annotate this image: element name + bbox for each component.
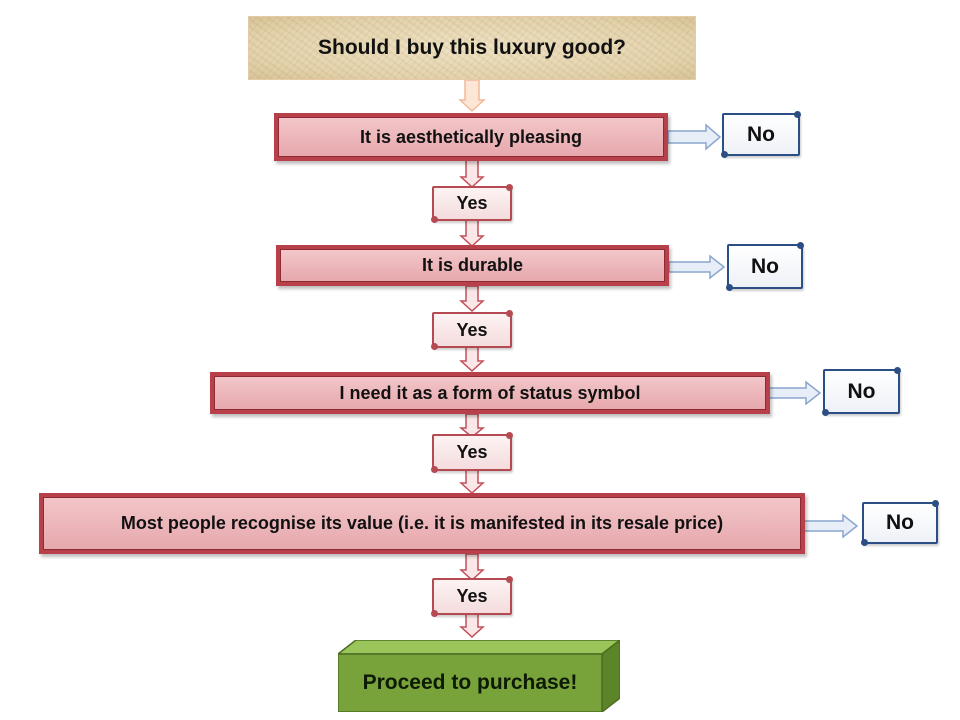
no-tag-4: No [861,500,939,546]
arrow-q2-to-yes2 [459,285,485,313]
yes-tag-2-label: Yes [456,319,488,340]
arrow-start-to-q1 [458,79,486,113]
yes-tag-1: Yes [431,184,513,223]
condition-resale-value-label: Most people recognise its value (i.e. it… [120,513,724,533]
arrow-yes3-to-q4 [459,469,485,495]
yes-tag-3: Yes [431,432,513,473]
yes-tag-4: Yes [431,576,513,617]
no-tag-3: No [822,367,901,416]
condition-status-symbol-label: I need it as a form of status symbol [339,382,641,403]
arrow-q4-to-no4 [803,513,859,539]
arrow-yes2-to-q3 [459,345,485,373]
no-tag-3-label: No [847,379,876,403]
outcome-box: Proceed to purchase! [338,640,620,712]
arrow-q2-to-no2 [668,254,726,280]
arrow-q4-to-yes4 [459,553,485,582]
yes-tag-4-label: Yes [456,586,488,606]
arrow-yes4-to-outcome [459,613,485,639]
condition-resale-value-panel: Most people recognise its value (i.e. it… [43,497,801,550]
condition-durable-label: It is durable [421,255,524,275]
condition-aesthetic-panel: It is aesthetically pleasing [278,117,664,157]
no-tag-2: No [726,242,804,291]
no-tag-4-label: No [886,511,914,534]
condition-status-symbol-panel: I need it as a form of status symbol [214,376,766,410]
yes-tag-2: Yes [431,310,513,350]
arrow-q1-to-yes1 [459,159,485,189]
condition-aesthetic-label: It is aesthetically pleasing [359,126,583,147]
no-tag-1: No [721,111,801,158]
start-label: Should I buy this luxury good? [318,36,626,59]
arrow-q3-to-yes3 [458,413,486,438]
outcome-label: Proceed to purchase! [362,671,578,694]
condition-status-symbol: I need it as a form of status symbol [210,372,770,414]
condition-aesthetic: It is aesthetically pleasing [274,113,668,161]
outcome-box-shape [338,640,620,712]
condition-durable-panel: It is durable [280,249,665,282]
arrow-yes1-to-q2 [459,219,485,248]
yes-tag-1-label: Yes [456,193,488,213]
condition-resale-value: Most people recognise its value (i.e. it… [39,493,805,554]
condition-durable: It is durable [276,245,669,286]
yes-tag-3-label: Yes [456,442,488,462]
no-tag-2-label: No [751,254,779,278]
start-box: Should I buy this luxury good? [248,16,696,80]
arrow-q1-to-no1 [667,123,722,151]
arrow-q3-to-no3 [767,380,822,406]
no-tag-1-label: No [747,122,775,146]
